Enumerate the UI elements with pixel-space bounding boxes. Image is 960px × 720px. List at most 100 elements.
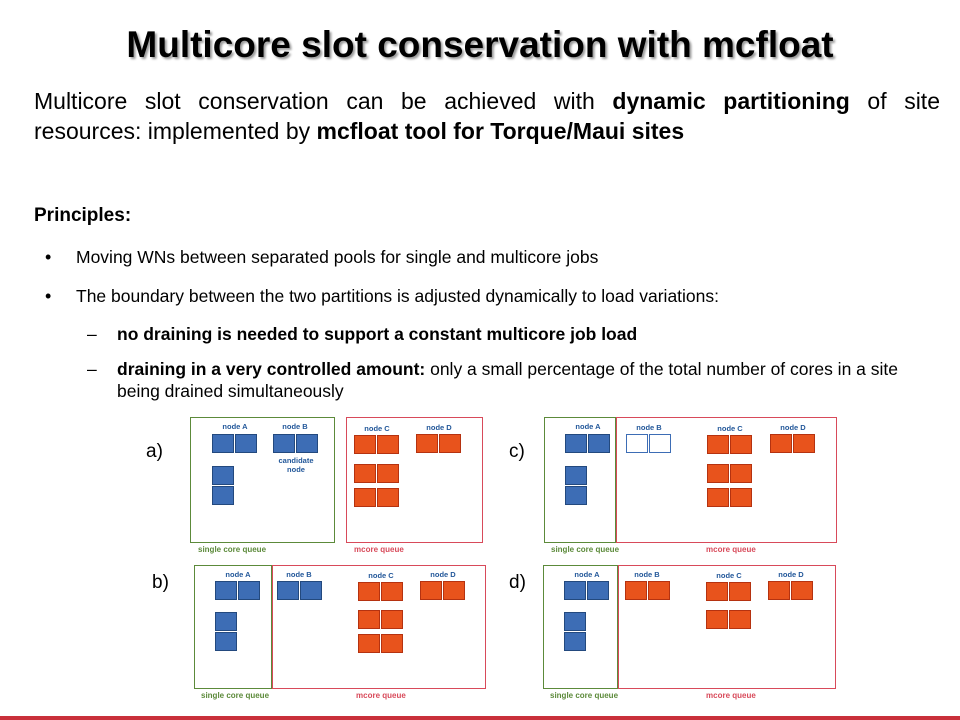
multicore-job [377,435,399,454]
intro-text-1: Multicore slot conservation can be achie… [34,88,613,114]
multicore-job [770,434,792,453]
node-label: node C [717,424,743,433]
multicore-job [729,582,751,601]
multicore-job [791,581,813,600]
single-core-queue-box [190,417,335,543]
single-core-job [300,581,322,600]
sub-bullet-text: only a small percentage of the total num… [117,359,898,401]
node-label: node C [716,571,742,580]
multicore-job [729,610,751,629]
node-label: node D [778,570,804,579]
single-core-job [212,466,234,485]
node-label: node B [286,570,312,579]
mcore-queue-box [616,417,837,543]
node-label: node B [282,422,308,431]
multicore-job [377,488,399,507]
multicore-job [358,610,380,629]
sub-bullet-item: – no draining is needed to support a con… [87,323,937,345]
intro-bold-2: mcfloat tool for Torque/Maui sites [316,118,685,144]
intro-bold-1: dynamic partitioning [612,88,850,114]
multicore-job [730,488,752,507]
single-queue-label: single core queue [551,545,620,554]
multicore-job [706,610,728,629]
mcore-queue-label: mcore queue [706,691,756,700]
bullet-item: • The boundary between the two partition… [45,285,936,307]
drained-node-slot [649,434,671,453]
single-core-job [273,434,295,453]
sub-bullet-bold: no draining is needed to support a const… [117,324,638,344]
single-core-job [215,632,237,651]
bullet-dot: • [45,286,52,306]
multicore-job [381,610,403,629]
node-label: node A [575,422,601,431]
multicore-job [439,434,461,453]
single-core-job [565,466,587,485]
single-core-job [564,632,586,651]
multicore-job [354,435,376,454]
node-label: node D [430,570,456,579]
single-core-job [277,581,299,600]
candidate-node-label: candidate node [278,456,314,474]
multicore-job [381,634,403,653]
multicore-job [648,581,670,600]
node-label: node C [368,571,394,580]
node-label: node B [636,423,662,432]
panel-label-b: b) [152,572,169,593]
bullet-dot: • [45,247,52,267]
single-core-job [588,434,610,453]
mcore-queue-label: mcore queue [354,545,404,554]
multicore-job [768,581,790,600]
node-label: node A [222,422,248,431]
node-label: node A [225,570,251,579]
drained-node-slot [626,434,648,453]
sub-bullet-dash: – [87,324,97,344]
single-queue-label: single core queue [550,691,619,700]
single-core-job [564,612,586,631]
node-label: node C [364,424,390,433]
single-queue-label: single core queue [201,691,270,700]
single-core-queue-box [194,565,272,689]
single-core-job [565,486,587,505]
single-core-job [235,434,257,453]
multicore-job [707,488,729,507]
single-core-queue-box [544,417,616,543]
intro-paragraph: Multicore slot conservation can be achie… [34,86,940,146]
multicore-job [358,582,380,601]
single-core-queue-box [543,565,618,689]
slide-title: Multicore slot conservation with mcfloat [126,24,834,65]
single-core-job [564,581,586,600]
single-queue-label: single core queue [198,545,267,554]
sub-bullet-dash: – [87,359,97,379]
multicore-job [358,634,380,653]
panel-label-d: d) [509,572,526,593]
single-core-job [215,612,237,631]
node-label: node B [634,570,660,579]
mcore-queue-box [346,417,483,543]
sub-bullet-bold: draining in a very controlled amount: [117,359,426,379]
single-core-job [565,434,587,453]
multicore-job [706,582,728,601]
multicore-job [707,464,729,483]
multicore-job [730,435,752,454]
node-label: node A [574,570,600,579]
principles-heading: Principles: [34,205,132,226]
multicore-job [793,434,815,453]
mcore-queue-label: mcore queue [356,691,406,700]
mcore-queue-box [618,565,836,689]
multicore-job [730,464,752,483]
sub-bullet-item: – draining in a very controlled amount: … [87,358,939,402]
multicore-job [354,464,376,483]
multicore-job [377,464,399,483]
multicore-job [443,581,465,600]
bullet-text: The boundary between the two partitions … [76,286,720,306]
node-label: node D [426,423,452,432]
single-core-job [587,581,609,600]
multicore-job [707,435,729,454]
multicore-job [354,488,376,507]
multicore-job [381,582,403,601]
single-core-job [212,434,234,453]
panel-label-c: c) [509,441,525,462]
bullet-item: • Moving WNs between separated pools for… [45,246,936,268]
multicore-job [625,581,647,600]
mcore-queue-box [272,565,486,689]
